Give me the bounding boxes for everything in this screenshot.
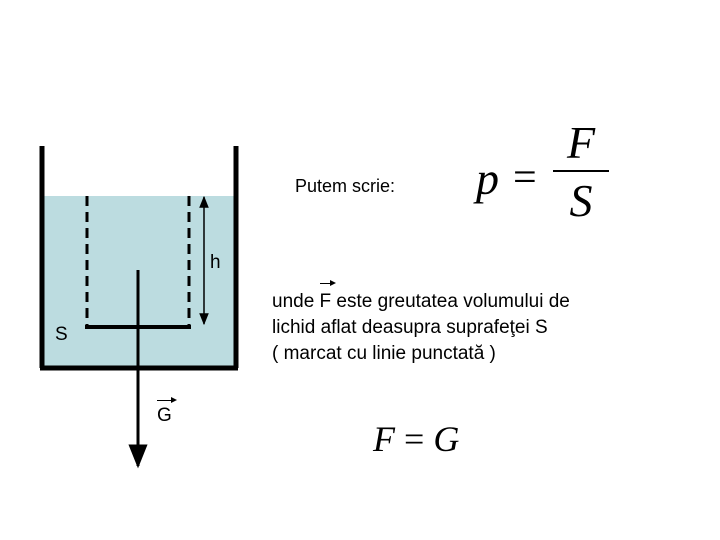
fraction-denominator: S [569,175,593,226]
formula-eq: = [513,155,537,201]
fraction-numerator: F [566,117,596,168]
formula-force: F = G [373,418,459,460]
label-s: S [55,324,68,345]
formula-force-rhs: G [433,419,460,459]
explanation-text: unde F este greutatea volumului de lichi… [272,280,570,367]
explanation-line-1: unde F este greutatea volumului de [272,280,570,315]
caption-putem-scrie: Putem scrie: [295,176,396,196]
f-vector: F [319,280,336,315]
formula-force-lhs: F [373,419,395,459]
explanation-line-1-rest: este greutatea volumului de [331,291,570,312]
label-h: h [210,252,221,273]
fraction-bar [553,170,609,172]
formula-force-eq: = [404,419,425,459]
explanation-unde: unde [272,291,320,312]
formula-fraction: F S [553,120,609,224]
formula-p: p [476,153,499,204]
explanation-line-3: ( marcat cu linie punctată ) [272,343,496,364]
g-vector: G [157,397,177,426]
label-g: G [157,397,177,426]
explanation-line-2: lichid aflat deasupra suprafeţei S [272,317,548,338]
